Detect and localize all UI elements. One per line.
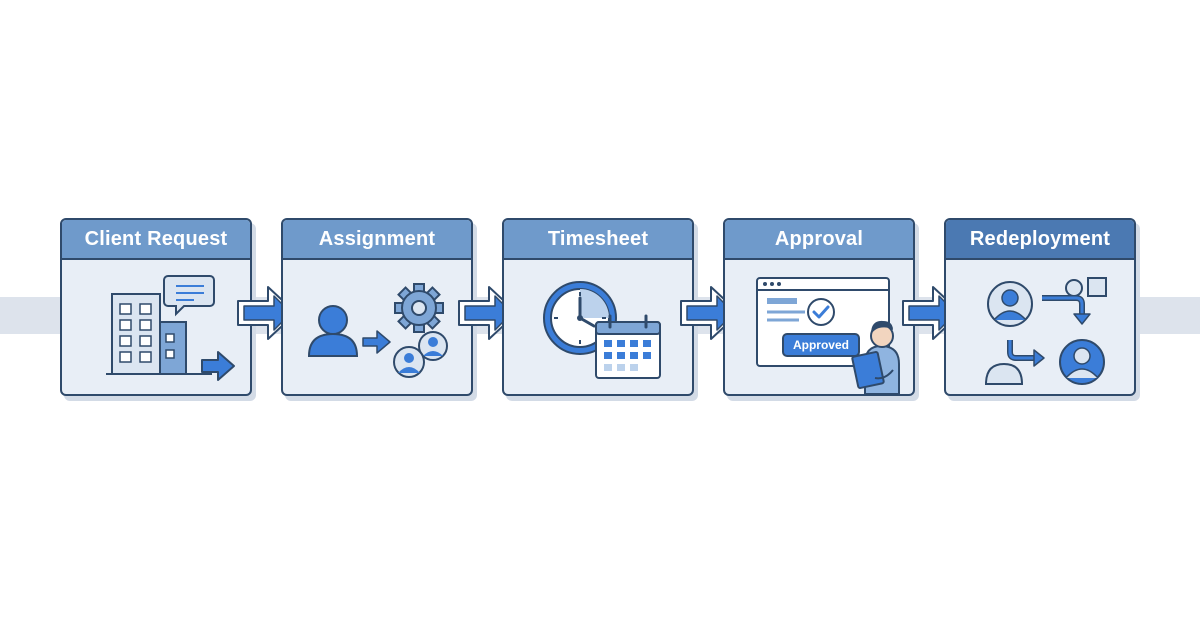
approval-window-icon: Approved (725, 260, 913, 394)
svg-text:Approved: Approved (793, 338, 849, 352)
step-card-timesheet: Timesheet (502, 218, 694, 396)
step-card-assignment: Assignment (281, 218, 473, 396)
step-card-approval: Approval Approved (723, 218, 915, 396)
worker-assignment-icon (283, 260, 471, 394)
step-title-timesheet: Timesheet (504, 220, 692, 260)
step-title-client-request: Client Request (62, 220, 250, 260)
office-building-icon (62, 260, 250, 394)
step-title-assignment: Assignment (283, 220, 471, 260)
step-card-client-request: Client Request (60, 218, 252, 396)
redeploy-people-icon (946, 260, 1134, 394)
clock-calendar-icon (504, 260, 692, 394)
step-title-redeployment: Redeployment (946, 220, 1134, 260)
step-title-approval: Approval (725, 220, 913, 260)
reviewer-person-icon (851, 320, 900, 394)
approved-badge: Approved (782, 333, 860, 357)
step-card-redeployment: Redeployment (944, 218, 1136, 396)
